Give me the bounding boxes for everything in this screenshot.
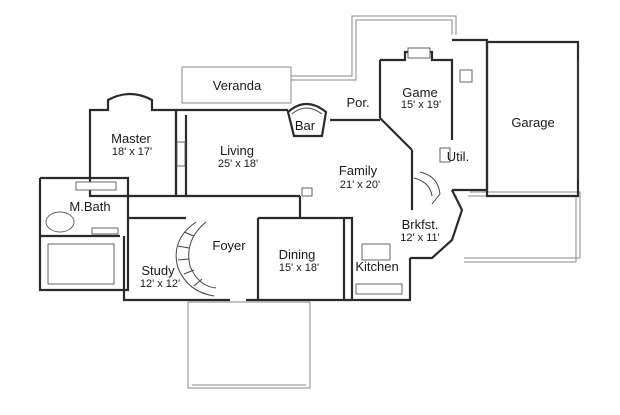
side-deck-outline — [464, 195, 577, 263]
master-bedroom-walls — [88, 92, 178, 198]
master-bath-walls — [38, 176, 130, 292]
kitchen-island — [361, 243, 391, 261]
family-label: Family — [339, 163, 378, 178]
master-label: Master — [111, 131, 151, 146]
room-labels: Veranda Por. Game 15' x 19' Garage Maste… — [69, 78, 554, 290]
walk-in-closet — [47, 243, 115, 285]
utility-label: Util. — [447, 149, 469, 164]
garage-label: Garage — [511, 115, 554, 130]
veranda-label: Veranda — [213, 78, 262, 93]
master-bath-label: M.Bath — [69, 199, 110, 214]
study-size: 12' x 12' — [140, 278, 180, 290]
breakfast-size: 12' x 11' — [400, 232, 439, 244]
living-fireplace — [176, 141, 186, 167]
porch-label: Por. — [346, 95, 369, 110]
outdoor-outlines — [181, 15, 581, 389]
game-size: 15' x 19' — [401, 99, 441, 111]
dining-label: Dining — [279, 247, 316, 262]
curved-stair — [175, 221, 215, 297]
kitchen-label: Kitchen — [355, 259, 398, 274]
kitchen-walls — [344, 216, 412, 302]
family-fireplace — [301, 187, 313, 197]
walls — [38, 38, 580, 302]
dining-size: 15' x 18' — [279, 262, 319, 274]
bar-label: Bar — [295, 118, 316, 133]
living-size: 25' x 18' — [218, 158, 258, 170]
game-room-walls — [380, 50, 454, 140]
bathtub — [45, 211, 75, 233]
rear-terrace-outline — [291, 19, 453, 81]
fixtures — [45, 47, 473, 297]
breakfast-bay-walls — [410, 189, 464, 260]
living-label: Living — [220, 143, 254, 158]
foyer-label: Foyer — [212, 238, 246, 253]
family-stair — [419, 171, 441, 205]
front-porch-outline — [187, 301, 311, 389]
study-label: Study — [141, 263, 175, 278]
game-label: Game — [402, 85, 437, 100]
family-size: 21' x 20' — [340, 179, 380, 191]
veranda-outline — [181, 66, 292, 104]
breakfast-label: Brkfst. — [402, 217, 439, 232]
bar-counter — [286, 102, 328, 138]
master-size: 18' x 17' — [112, 146, 152, 158]
